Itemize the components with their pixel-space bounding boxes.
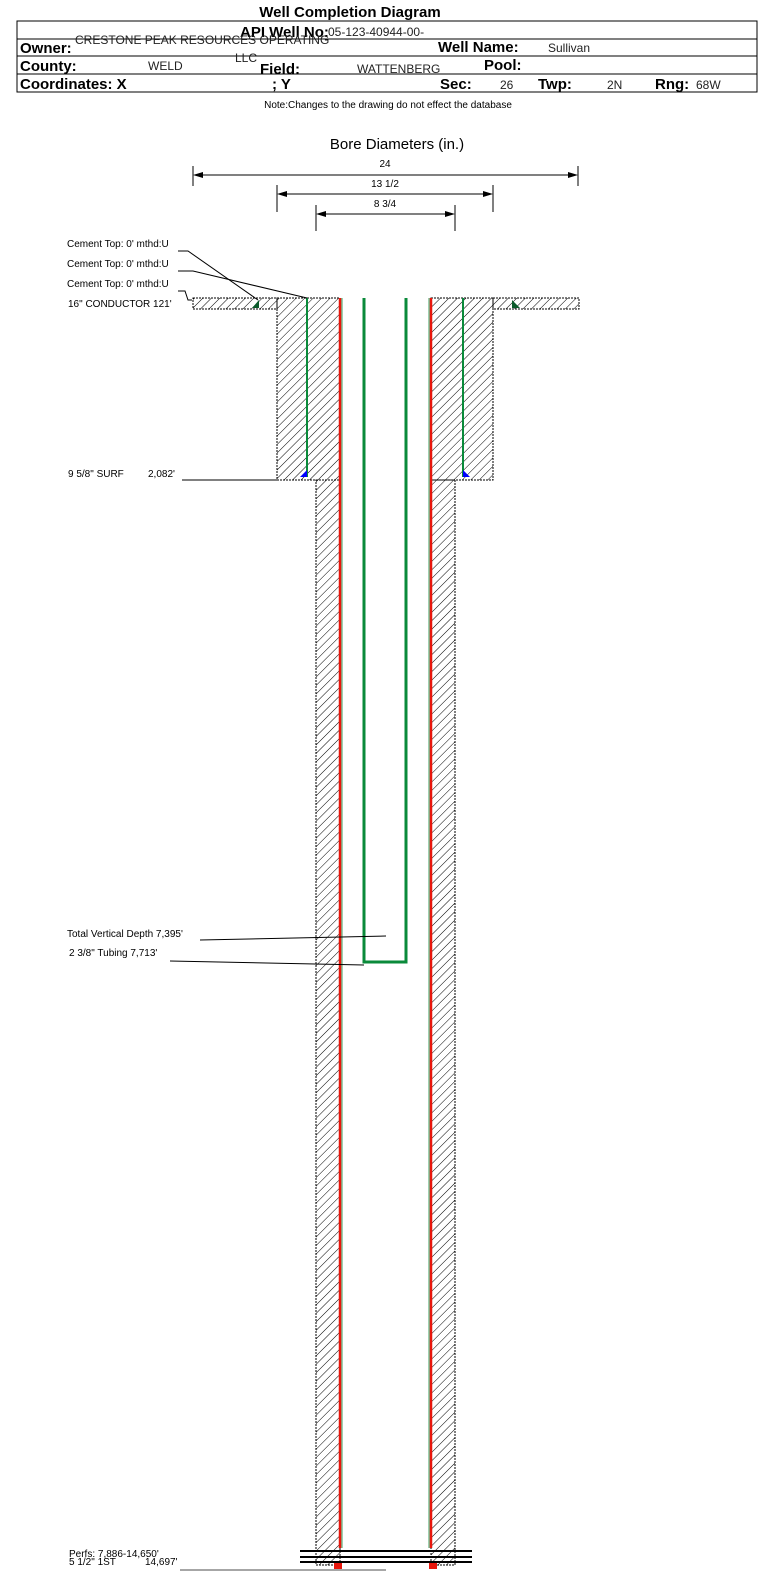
- tvd-label: Total Vertical Depth 7,395': [67, 929, 183, 940]
- rng-label: Rng:: [655, 76, 689, 93]
- sec-value: 26: [500, 78, 514, 92]
- field-value: WATTENBERG: [357, 62, 440, 76]
- y-label: ; Y: [272, 76, 291, 93]
- well-name-value: Sullivan: [548, 41, 590, 55]
- well-name-label: Well Name:: [438, 39, 519, 56]
- production-casing-label: 5 1/2" 1ST: [69, 1557, 116, 1568]
- owner-value: CRESTONE PEAK RESOURCES OPERATING: [75, 33, 329, 47]
- perfs-label: Perfs: 7,886-14,650': [69, 1549, 159, 1560]
- twp-label: Twp:: [538, 76, 572, 93]
- surface-casing: [252, 298, 520, 477]
- tubing: [362, 298, 408, 964]
- bore-dimension-lines: [192, 166, 579, 231]
- production-casing: [334, 298, 437, 1569]
- bore-dim-24: 24: [379, 159, 391, 170]
- api-value: 05-123-40944-00-: [328, 25, 424, 39]
- owner-label: Owner:: [20, 40, 72, 57]
- bore-dim-13-1-2: 13 1/2: [371, 179, 399, 190]
- conductor-label: 16" CONDUCTOR 121': [68, 299, 172, 310]
- rng-value: 68W: [696, 78, 721, 92]
- cement-hatch: [192, 297, 580, 1566]
- bore-diameters-title: Bore Diameters (in.): [330, 136, 464, 153]
- county-label: County:: [20, 58, 77, 75]
- production-casing-depth: 14,697': [145, 1557, 178, 1568]
- diagram-title: Well Completion Diagram: [259, 4, 440, 21]
- coordinates-label: Coordinates: X: [20, 76, 127, 93]
- database-note: Note:Changes to the drawing do not effec…: [264, 100, 512, 111]
- perforations: [300, 1550, 472, 1563]
- tubing-label: 2 3/8" Tubing 7,713': [69, 948, 157, 959]
- cement-top-label-2: Cement Top: 0' mthd:U: [67, 259, 169, 270]
- county-value: WELD: [148, 59, 183, 73]
- field-label: Field:: [260, 61, 300, 78]
- api-label: API Well No:: [240, 24, 329, 41]
- sec-label: Sec:: [440, 76, 472, 93]
- cement-top-label-1: Cement Top: 0' mthd:U: [67, 239, 169, 250]
- surface-casing-label: 9 5/8" SURF: [68, 469, 124, 480]
- surface-casing-depth: 2,082': [148, 469, 175, 480]
- cement-top-label-3: Cement Top: 0' mthd:U: [67, 279, 169, 290]
- leader-lines: [169, 250, 387, 1571]
- twp-value: 2N: [607, 78, 622, 92]
- owner-value-line2: LLC: [235, 51, 257, 65]
- pool-label: Pool:: [484, 57, 522, 74]
- header-table: API Well No: 05-123-40944-00- Owner: CRE…: [16, 20, 758, 93]
- bore-dim-8-3-4: 8 3/4: [374, 199, 397, 210]
